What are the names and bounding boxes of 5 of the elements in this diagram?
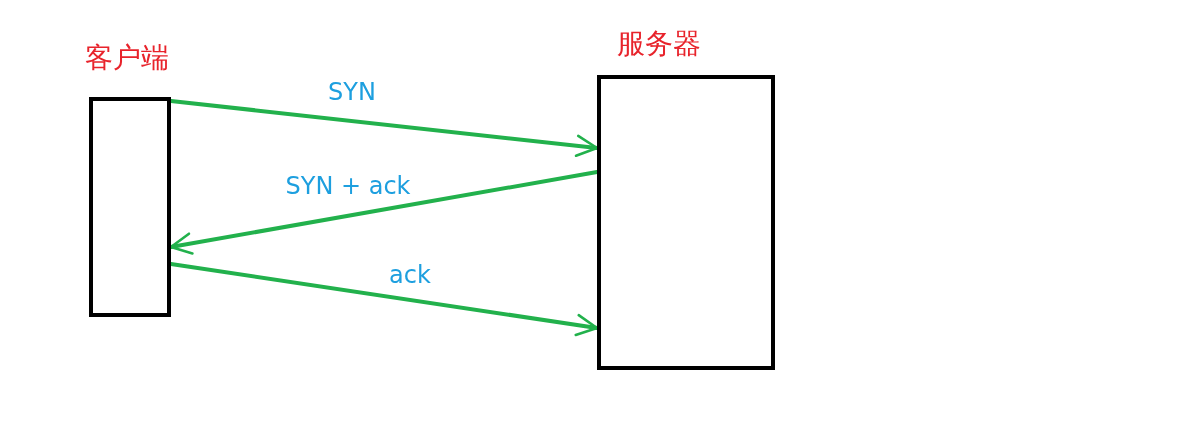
- node-title: 客户端: [85, 41, 169, 75]
- edge-label: SYN: [328, 78, 376, 106]
- node-title: 服务器: [617, 27, 701, 61]
- edge-label: SYN + ack: [285, 172, 411, 200]
- edge-label: ack: [389, 261, 431, 289]
